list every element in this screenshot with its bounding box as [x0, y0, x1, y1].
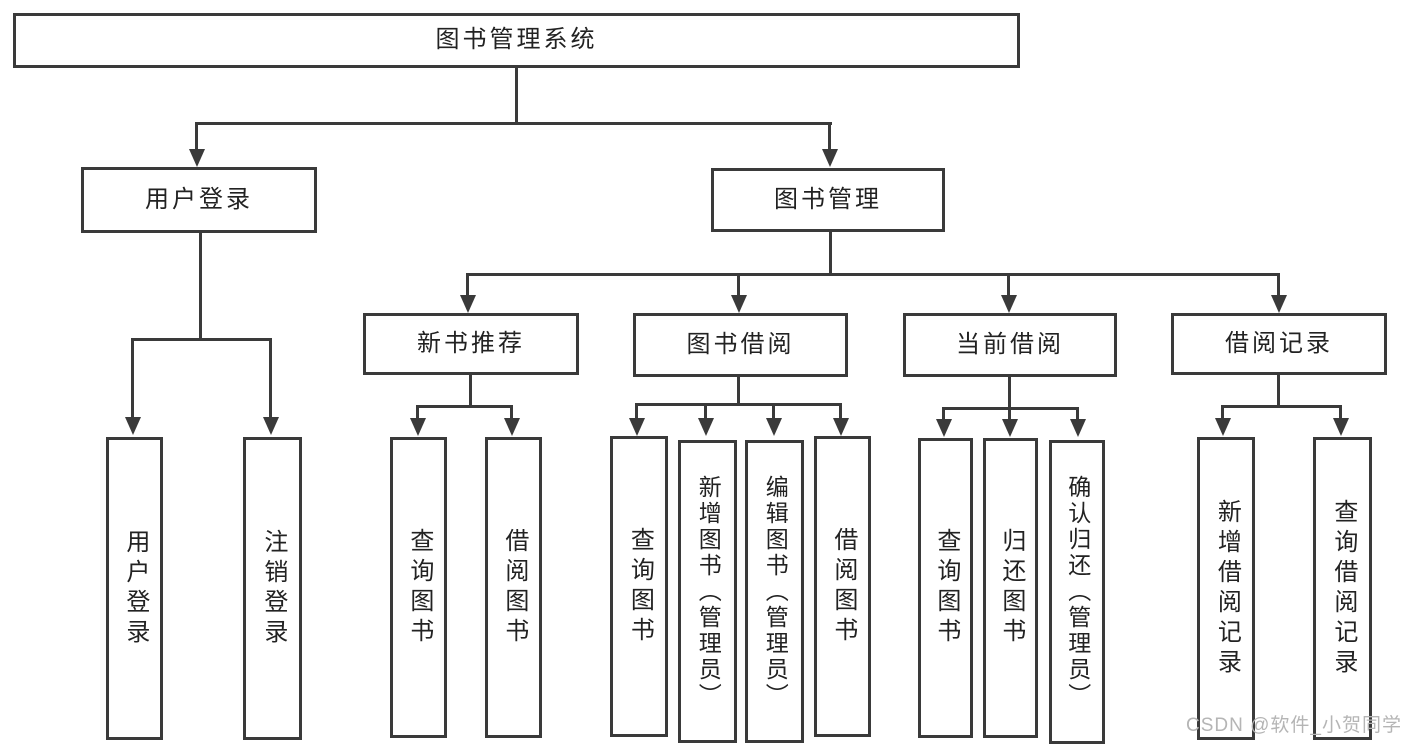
leaf-records-add-borrow-record: 新增借阅记录 — [1197, 437, 1255, 740]
arrow-down-icon — [628, 403, 645, 436]
connector-line — [196, 122, 832, 125]
leaf-borrow-borrow-books: 借阅图书 — [814, 436, 871, 737]
leaf-current-return-books: 归还图书 — [983, 438, 1038, 738]
leaf-current-confirm-return-admin: 确认归还（管理员） — [1049, 440, 1105, 744]
connector-line — [737, 377, 740, 403]
leaf-logout-login: 注销登录 — [243, 437, 302, 740]
connector-line — [132, 338, 272, 341]
node-user-login: 用户登录 — [81, 167, 317, 233]
leaf-current-query-books: 查询图书 — [918, 438, 973, 738]
arrow-down-icon — [1270, 273, 1287, 313]
connector-line — [1222, 405, 1342, 408]
connector-line — [199, 233, 202, 338]
arrow-down-icon — [188, 122, 205, 167]
arrow-down-icon — [409, 405, 426, 436]
arrow-down-icon — [765, 403, 782, 436]
leaf-borrow-edit-books-admin: 编辑图书（管理员） — [745, 440, 804, 743]
leaf-borrow-query-books: 查询图书 — [610, 436, 668, 737]
leaf-user-login: 用户登录 — [106, 437, 163, 740]
watermark-text: CSDN @软件_小贺同学 — [1186, 715, 1402, 736]
node-library-system-root: 图书管理系统 — [13, 13, 1020, 68]
arrow-down-icon — [821, 122, 838, 167]
arrow-down-icon — [697, 403, 714, 436]
connector-line — [1277, 375, 1280, 405]
leaf-borrow-add-books-admin: 新增图书（管理员） — [678, 440, 737, 743]
arrow-down-icon — [832, 403, 849, 436]
node-current-borrowing: 当前借阅 — [903, 313, 1117, 377]
leaf-newrec-query-books: 查询图书 — [390, 437, 447, 738]
connector-line — [636, 403, 842, 406]
leaf-newrec-borrow-books: 借阅图书 — [485, 437, 542, 738]
connector-line — [829, 232, 832, 273]
arrow-down-icon — [1001, 407, 1018, 437]
arrow-down-icon — [935, 407, 952, 437]
node-book-management: 图书管理 — [711, 168, 945, 232]
arrow-down-icon — [1000, 273, 1017, 313]
connector-line — [515, 68, 518, 122]
node-new-book-recommendation: 新书推荐 — [363, 313, 579, 375]
arrow-down-icon — [262, 338, 279, 435]
connector-line — [1008, 377, 1011, 407]
arrow-down-icon — [503, 405, 520, 436]
arrow-down-icon — [1214, 405, 1231, 436]
node-book-borrowing: 图书借阅 — [633, 313, 848, 377]
arrow-down-icon — [459, 273, 476, 313]
connector-line — [417, 405, 513, 408]
node-borrowing-records: 借阅记录 — [1171, 313, 1387, 375]
arrow-down-icon — [1332, 405, 1349, 436]
arrow-down-icon — [1069, 407, 1086, 437]
connector-line — [467, 273, 1280, 276]
arrow-down-icon — [730, 273, 747, 313]
arrow-down-icon — [124, 338, 141, 435]
connector-line — [469, 375, 472, 405]
leaf-records-query-borrow-record: 查询借阅记录 — [1313, 437, 1372, 740]
